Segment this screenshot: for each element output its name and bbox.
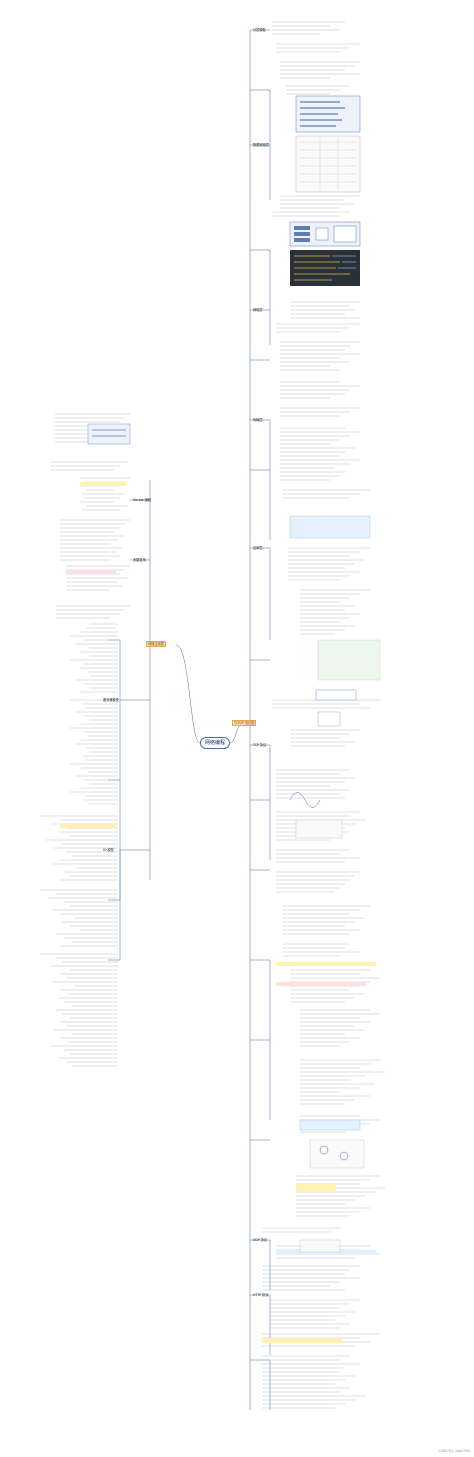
watermark: CSDN @y_xiao1996	[438, 1449, 470, 1453]
note-highlights	[60, 482, 381, 1343]
left-topic-multiplex[interactable]: 多路复用	[133, 558, 146, 562]
topic-tcpip[interactable]: TCP/IP 协议族	[232, 720, 257, 726]
embedded-diagrams	[87, 95, 365, 1253]
root-node[interactable]: 网络编程	[200, 737, 230, 749]
right-topic-tcp[interactable]: TCP 协议	[253, 743, 267, 747]
left-topic-socket[interactable]: Socket 编程	[133, 498, 152, 502]
right-topic-layer-model[interactable]: 分层模型	[253, 28, 266, 32]
note-text-lines	[40, 21, 385, 1409]
right-topic-http[interactable]: HTTP 协议	[253, 1293, 269, 1297]
right-topic-transport[interactable]: 传输层	[253, 418, 263, 422]
right-topic-udp[interactable]: UDP 协议	[253, 1238, 268, 1242]
topic-network-app[interactable]: 网络应用层	[146, 641, 166, 647]
left-topic-server-model[interactable]: 服务器模型	[103, 698, 119, 702]
right-topic-application[interactable]: 应用层	[253, 546, 263, 550]
right-topic-network[interactable]: 网络层	[253, 308, 263, 312]
right-topic-datalink[interactable]: 数据链路层	[253, 143, 269, 147]
left-topic-io-model[interactable]: IO 模型	[103, 848, 114, 852]
